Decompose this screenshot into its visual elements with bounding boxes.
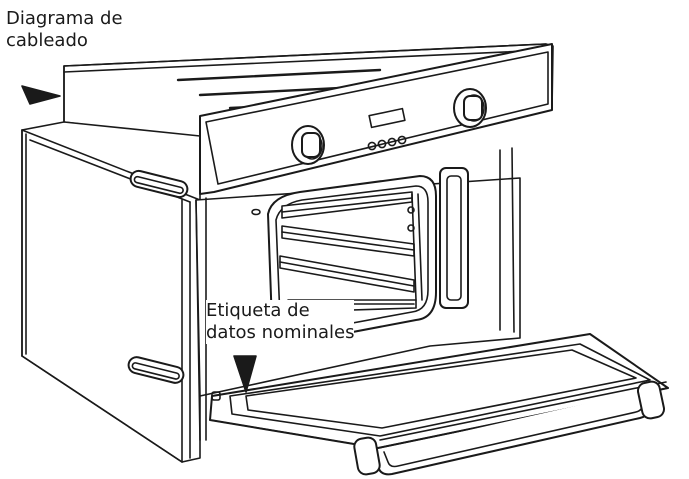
door-handle: [353, 380, 666, 476]
oven-door: [209, 333, 669, 449]
oven-side-frame: [21, 121, 201, 463]
right-knob: [453, 88, 487, 128]
rating-plate-label: Etiqueta de datos nominales: [206, 300, 355, 344]
rating-plate-label-line-2: datos nominales: [206, 322, 355, 343]
left-knob: [291, 125, 325, 165]
wiring-diagram-label-line-2: cableado: [6, 30, 88, 51]
rating-plate-label-line-1: Etiqueta de: [206, 300, 310, 321]
control-panel: [199, 43, 553, 195]
rating-plate-arrow: [233, 355, 257, 393]
wiring-diagram-label: Diagrama de cableado: [6, 8, 123, 52]
wiring-diagram-arrow: [21, 85, 61, 105]
wiring-diagram-label-line-1: Diagrama de: [6, 8, 123, 29]
